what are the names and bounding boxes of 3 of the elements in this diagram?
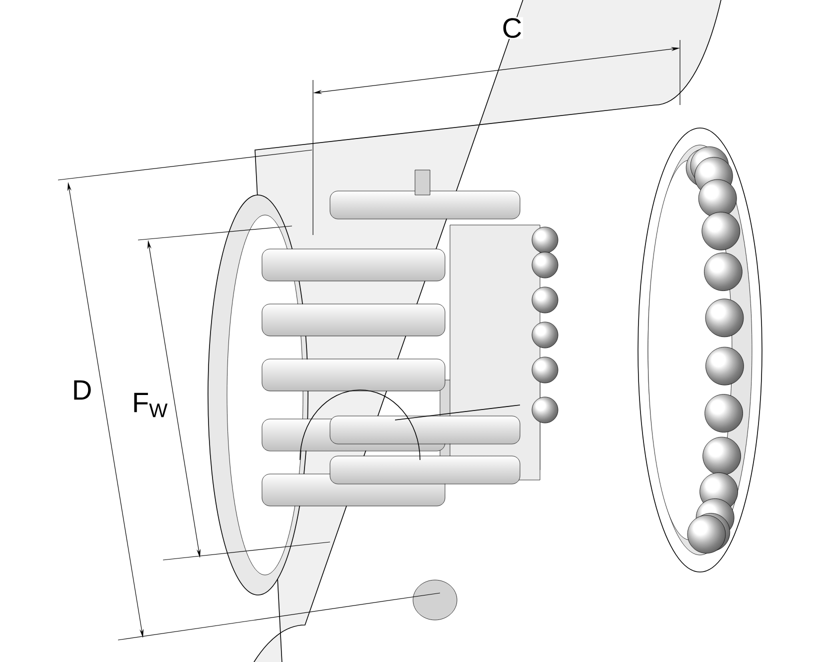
dimension-label: C <box>500 17 524 39</box>
dimension-label: D <box>70 379 94 401</box>
dimension-label: F$_{W}$ <box>130 392 170 418</box>
